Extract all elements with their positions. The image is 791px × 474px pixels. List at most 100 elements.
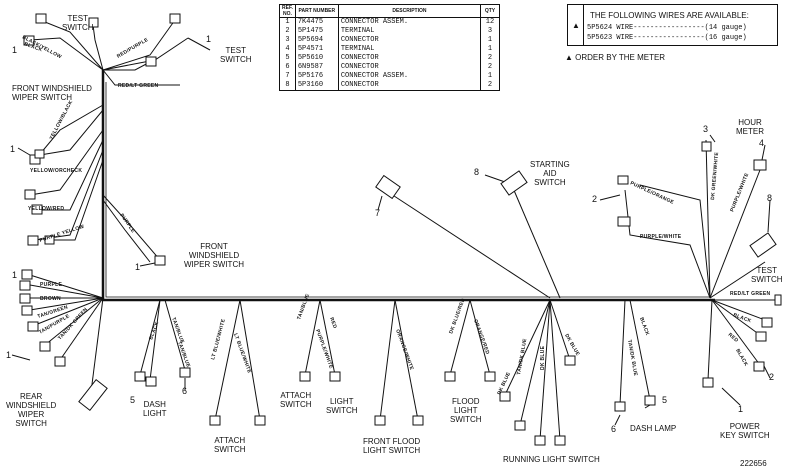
wire-color-label: TAN/DK BLUE — [626, 339, 638, 377]
wire-gauge: (16 gauge) — [704, 34, 747, 42]
wire-color-label: TAN/DK BLUE — [516, 338, 528, 376]
wire-color-label: RED/LT GREEN — [730, 291, 771, 297]
available-wires-header: THE FOLLOWING WIRES ARE AVAILABLE: — [590, 11, 749, 20]
wire-color-label: PURPLE — [118, 213, 136, 235]
part-qty: 2 — [480, 54, 500, 63]
ref-callout: 3 — [703, 124, 709, 134]
wire-color-label: DK GREEN/WHITE — [710, 151, 720, 200]
wire-color-label: RED — [328, 317, 338, 330]
ref-callout: 6 — [182, 386, 188, 396]
wire-color-label: BROWN — [40, 296, 61, 302]
part-number-header: PART NUMBER — [294, 4, 339, 18]
ref-callout: 1 — [206, 34, 212, 44]
wire-color-label: YELLOW/RED — [28, 206, 64, 212]
wire-color-label: BLACK — [638, 317, 650, 337]
ref-callout: 1 — [12, 270, 18, 280]
figure-number: 222656 — [740, 459, 767, 468]
dash-lamp-label: DASH LAMP — [630, 424, 677, 433]
wire-color-label: PURPLE — [40, 282, 62, 288]
wire-color-label: TAN/BLUE — [170, 317, 185, 345]
ref-header: REF. NO. — [279, 4, 296, 18]
wire-color-label: PURPLE/WHITE — [314, 329, 334, 370]
ref-callout: 1 — [12, 45, 18, 55]
qty-header: QTY — [480, 4, 500, 18]
wire-color-label: PURPLE/ORANGE — [629, 180, 675, 206]
part-number: 5P5694 — [294, 36, 339, 45]
available-wires-box: ▲ THE FOLLOWING WIRES ARE AVAILABLE: 5P5… — [567, 4, 778, 46]
wire-color-label: DK BLUE — [540, 345, 546, 370]
wire-color-label: ORANGE/WHITE — [394, 329, 414, 372]
part-number: 5P5176 — [294, 72, 339, 81]
wire-color-label: BLACK — [734, 348, 749, 368]
wire-row: 5P5623 WIRE-----------------(16 gauge) — [587, 34, 747, 42]
ref-number: 7 — [279, 72, 296, 81]
wire-description: WIRE — [616, 24, 634, 32]
wire-color-label: BLACK — [148, 321, 160, 341]
part-number: 7K4475 — [294, 17, 339, 27]
order-note: ▲ ORDER BY THE METER — [565, 53, 666, 62]
part-qty: 1 — [480, 36, 500, 45]
description-header: DESCRIPTION — [337, 4, 482, 18]
part-description: CONNECTOR ASSEM. — [337, 17, 482, 27]
part-description: CONNECTOR — [337, 63, 482, 72]
wire-row: 5P5624 WIRE-----------------(14 gauge) — [587, 24, 747, 32]
part-qty: 2 — [480, 63, 500, 72]
ref-number: 1 — [279, 17, 296, 27]
wire-color-label: ORANGE/RED — [472, 319, 490, 356]
part-description: TERMINAL — [337, 27, 482, 36]
wire-color-label: LT BLUE/WHITE — [210, 318, 227, 361]
running-light-switch-label: RUNNING LIGHT SWITCH — [503, 455, 600, 464]
wire-color-label: PURPLE YELLOW — [39, 224, 85, 244]
part-description: CONNECTOR ASSEM. — [337, 72, 482, 81]
ref-callout: 8 — [767, 193, 773, 203]
part-number: 5P1475 — [294, 27, 339, 36]
part-qty: 2 — [480, 81, 500, 91]
wire-description: WIRE — [616, 34, 634, 42]
ref-number: 2 — [279, 27, 296, 36]
ref-number: 6 — [279, 63, 296, 72]
part-number: 5P3160 — [294, 81, 339, 91]
part-number: 6N9587 — [294, 63, 339, 72]
ref-callout: 2 — [769, 372, 775, 382]
ref-callout: 4 — [759, 138, 765, 148]
ref-callout: 1 — [10, 144, 16, 154]
divider — [583, 5, 584, 45]
ref-number: 3 — [279, 36, 296, 45]
ref-callout: 6 — [611, 424, 617, 434]
wire-color-label: PURPLE/WHITE — [640, 234, 682, 240]
wire-color-label: RED/LT GREEN — [118, 83, 159, 89]
wire-part-number: 5P5623 — [587, 34, 613, 42]
part-qty: 3 — [480, 27, 500, 36]
wire-color-label: DK BLUE — [563, 333, 581, 357]
part-description: TERMINAL — [337, 45, 482, 54]
part-description: CONNECTOR — [337, 54, 482, 63]
ref-callout: 2 — [592, 194, 598, 204]
ref-callout: 1 — [135, 262, 141, 272]
wire-color-label: YELLOW/ORCHECK — [30, 168, 82, 174]
